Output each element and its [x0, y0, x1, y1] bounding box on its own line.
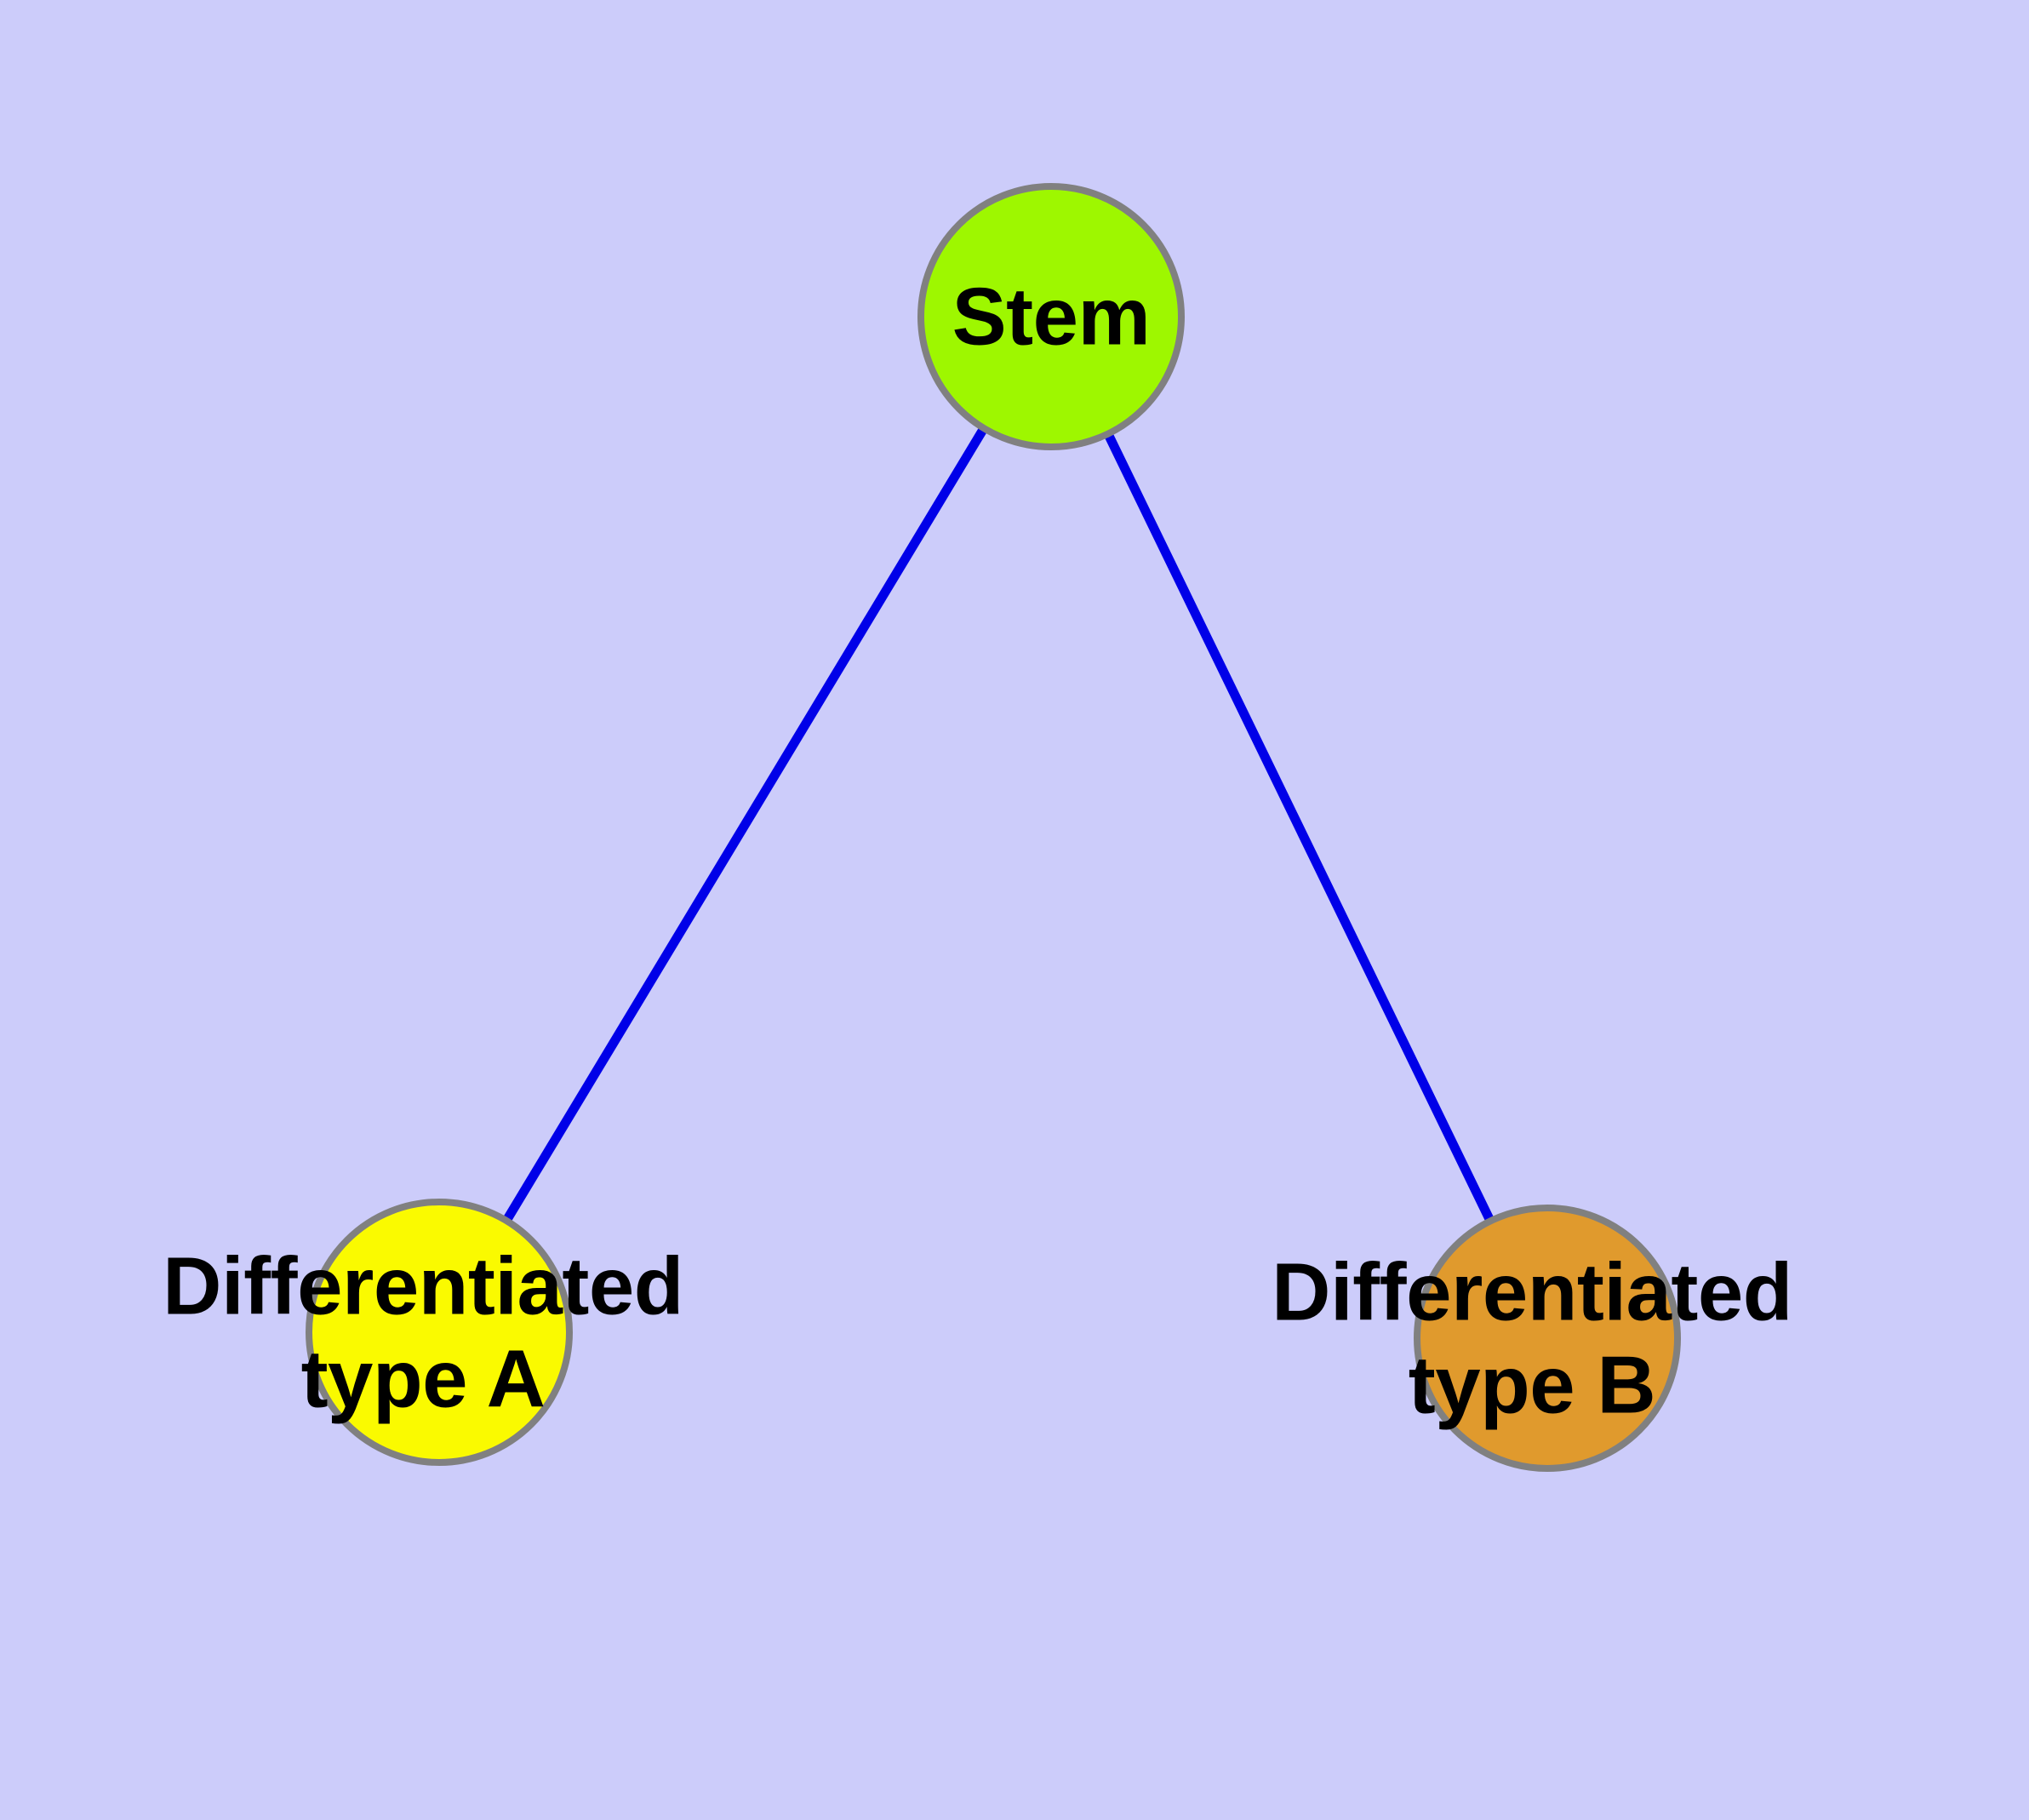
graph-edge[interactable] [435, 314, 1055, 1335]
edges-layer [435, 314, 1552, 1341]
graph-node-stem[interactable] [917, 183, 1185, 450]
graph-node-diff-b[interactable] [1414, 1205, 1681, 1472]
graph-edge[interactable] [1047, 314, 1552, 1341]
nodes-layer [306, 183, 1681, 1472]
graph-node-diff-a[interactable] [306, 1199, 573, 1466]
